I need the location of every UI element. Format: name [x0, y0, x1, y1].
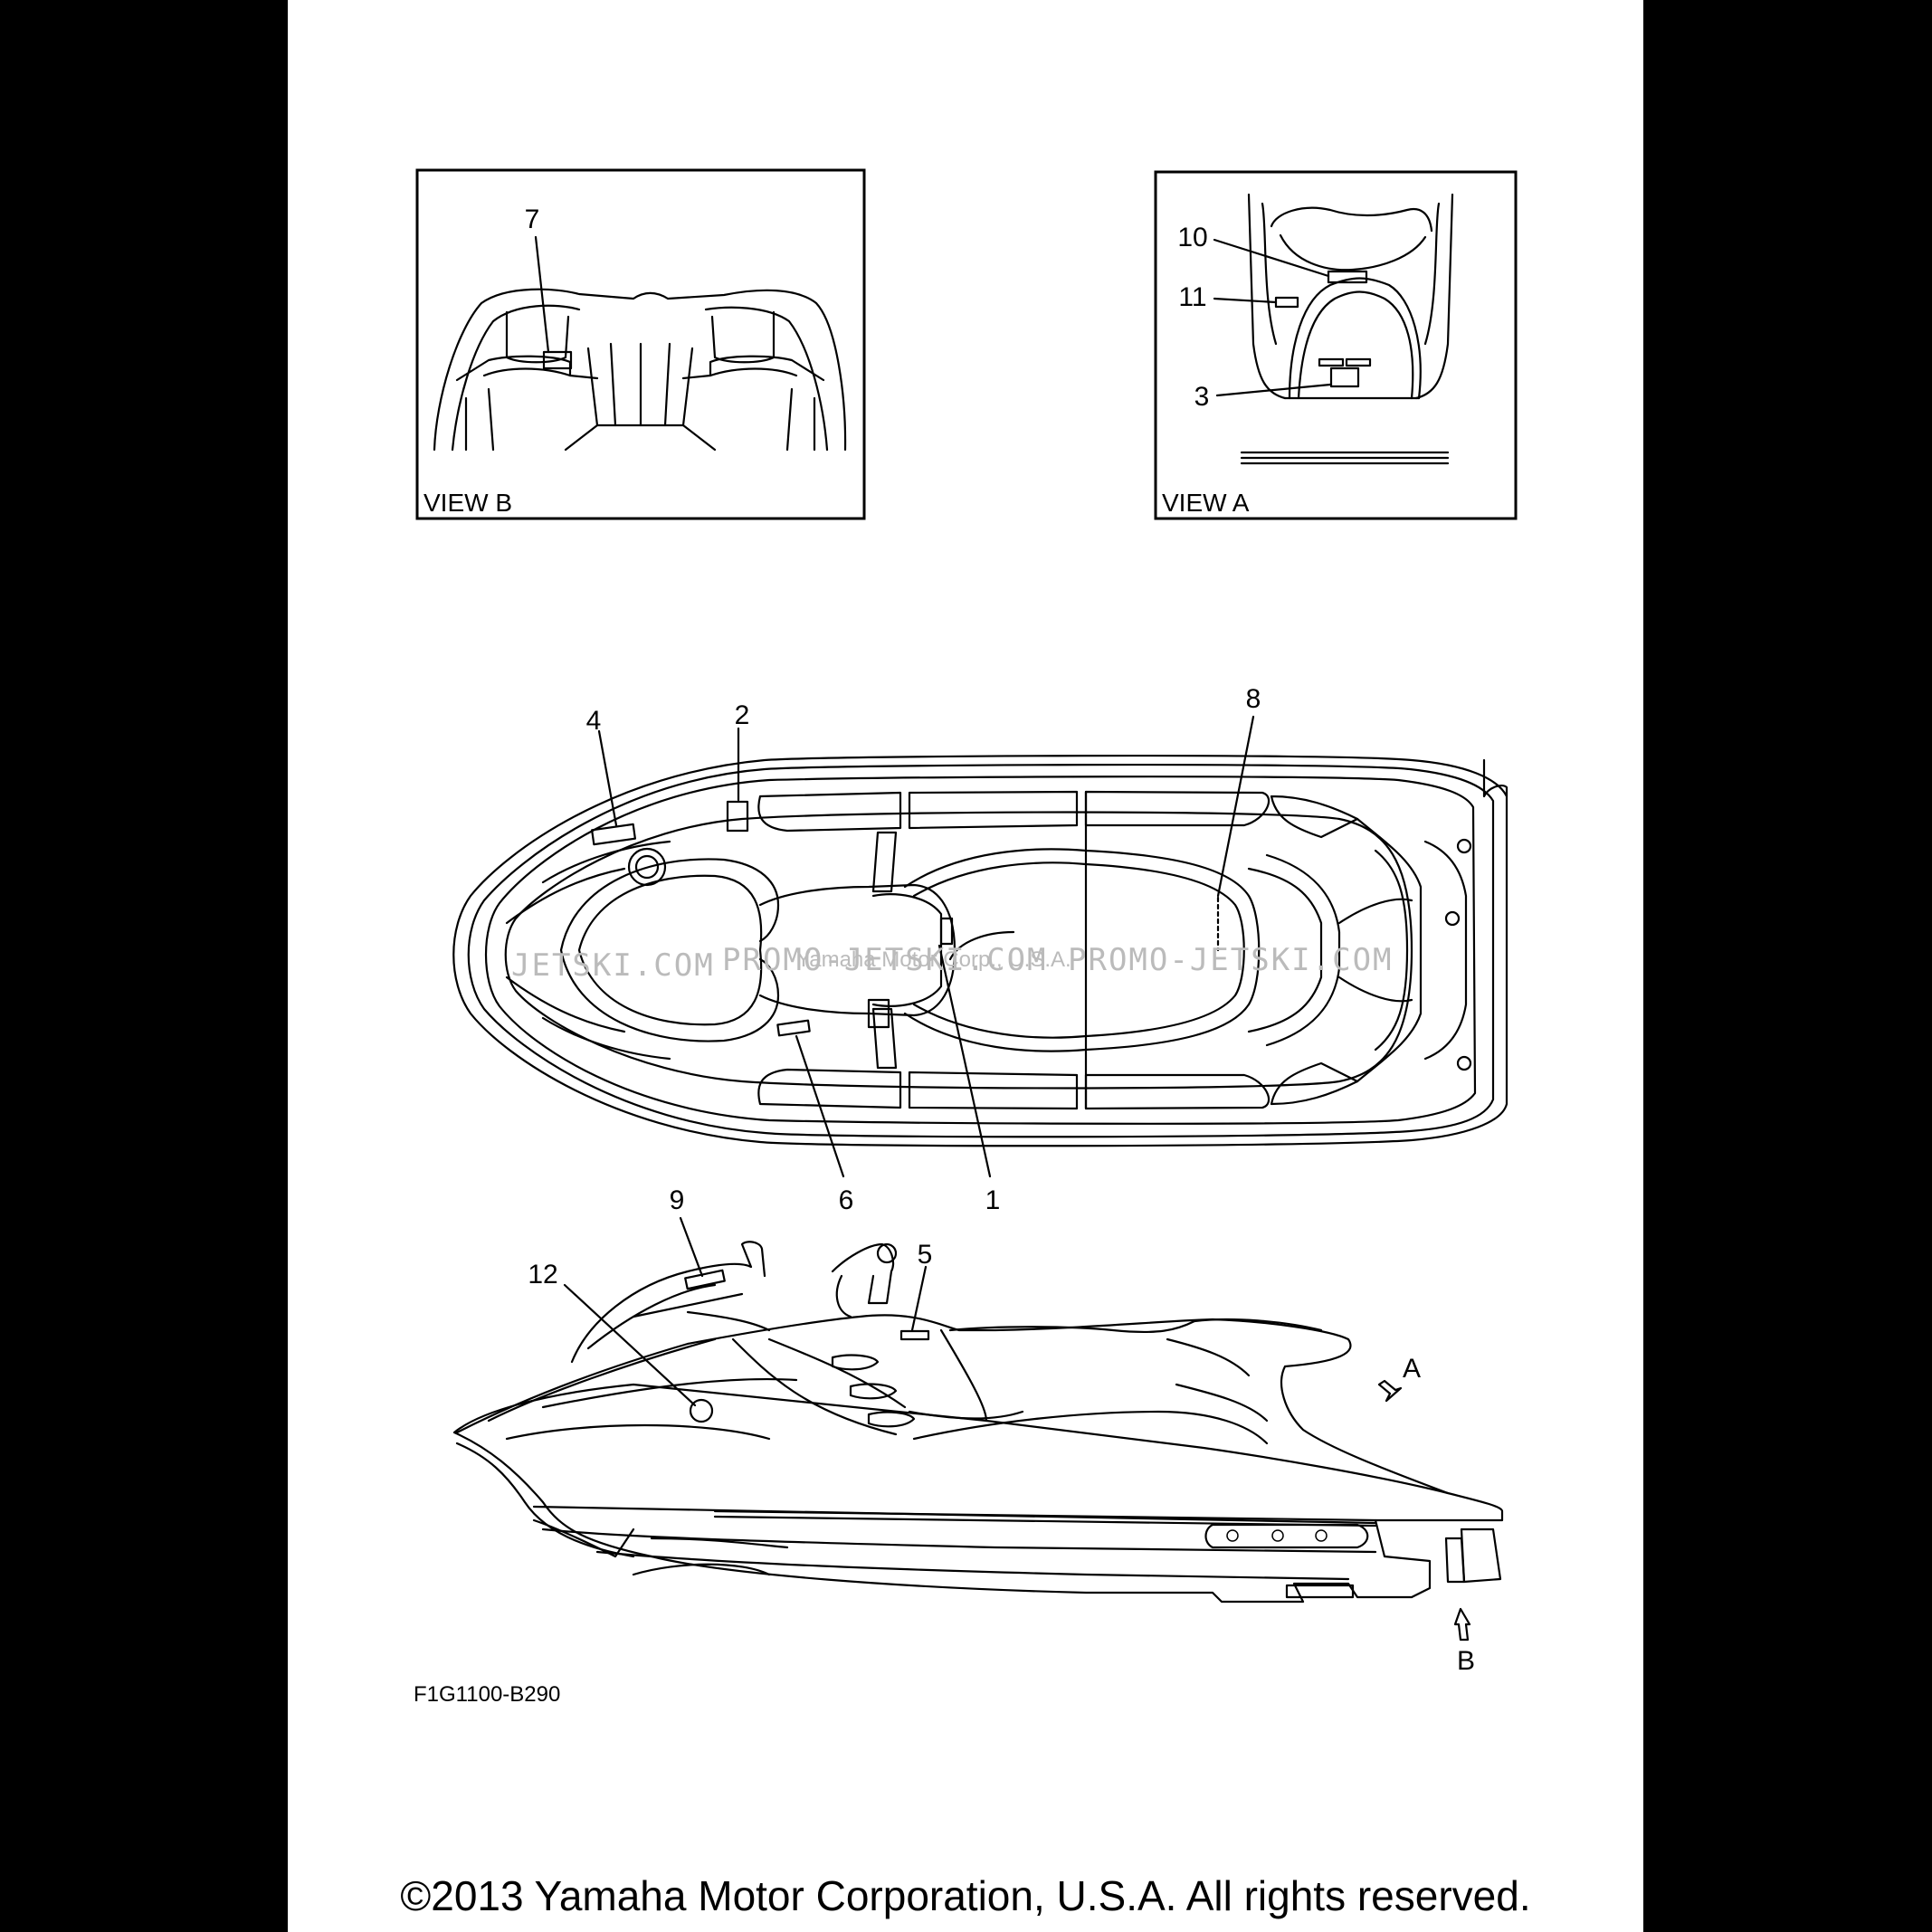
view-a-label: VIEW A: [1162, 489, 1250, 517]
callout-7: 7: [525, 205, 540, 234]
watermark-middle: PROMO-JETSKI.COM: [722, 942, 1048, 978]
callout-11: 11: [1178, 282, 1206, 312]
side-view-watercraft: 9 12 5 A B: [452, 1185, 1504, 1676]
watermark: JETSKI.COM PROMO-JETSKI.COM PROMO-JETSKI…: [511, 942, 1394, 984]
view-b-panel: 7 VIEW B: [415, 168, 866, 520]
callout-6: 6: [839, 1185, 854, 1215]
view-b-label: VIEW B: [424, 489, 512, 517]
callout-5: 5: [918, 1240, 933, 1270]
watermark-left: JETSKI.COM: [511, 947, 715, 984]
callout-2: 2: [735, 700, 750, 730]
copyright-notice: ©2013 Yamaha Motor Corporation, U.S.A. A…: [400, 1872, 1531, 1919]
callout-10: 10: [1177, 223, 1207, 252]
top-view-watercraft: 4 2 8 6 1: [452, 684, 1508, 1215]
callout-12: 12: [528, 1260, 557, 1290]
arrow-b-label: B: [1457, 1646, 1475, 1676]
watermark-overlay: Yamaha Motor Corp., U.S.A.: [796, 947, 1071, 972]
callout-8: 8: [1246, 684, 1261, 714]
callout-3: 3: [1194, 382, 1210, 412]
callout-9: 9: [670, 1185, 685, 1215]
figure-code: F1G1100-B290: [414, 1682, 560, 1707]
callout-1: 1: [985, 1185, 1001, 1215]
watermark-right: PROMO-JETSKI.COM: [1068, 942, 1394, 978]
view-a-panel: 10 11 3 VIEW A: [1154, 170, 1518, 520]
arrow-a-label: A: [1403, 1354, 1421, 1384]
callout-4: 4: [586, 706, 602, 736]
